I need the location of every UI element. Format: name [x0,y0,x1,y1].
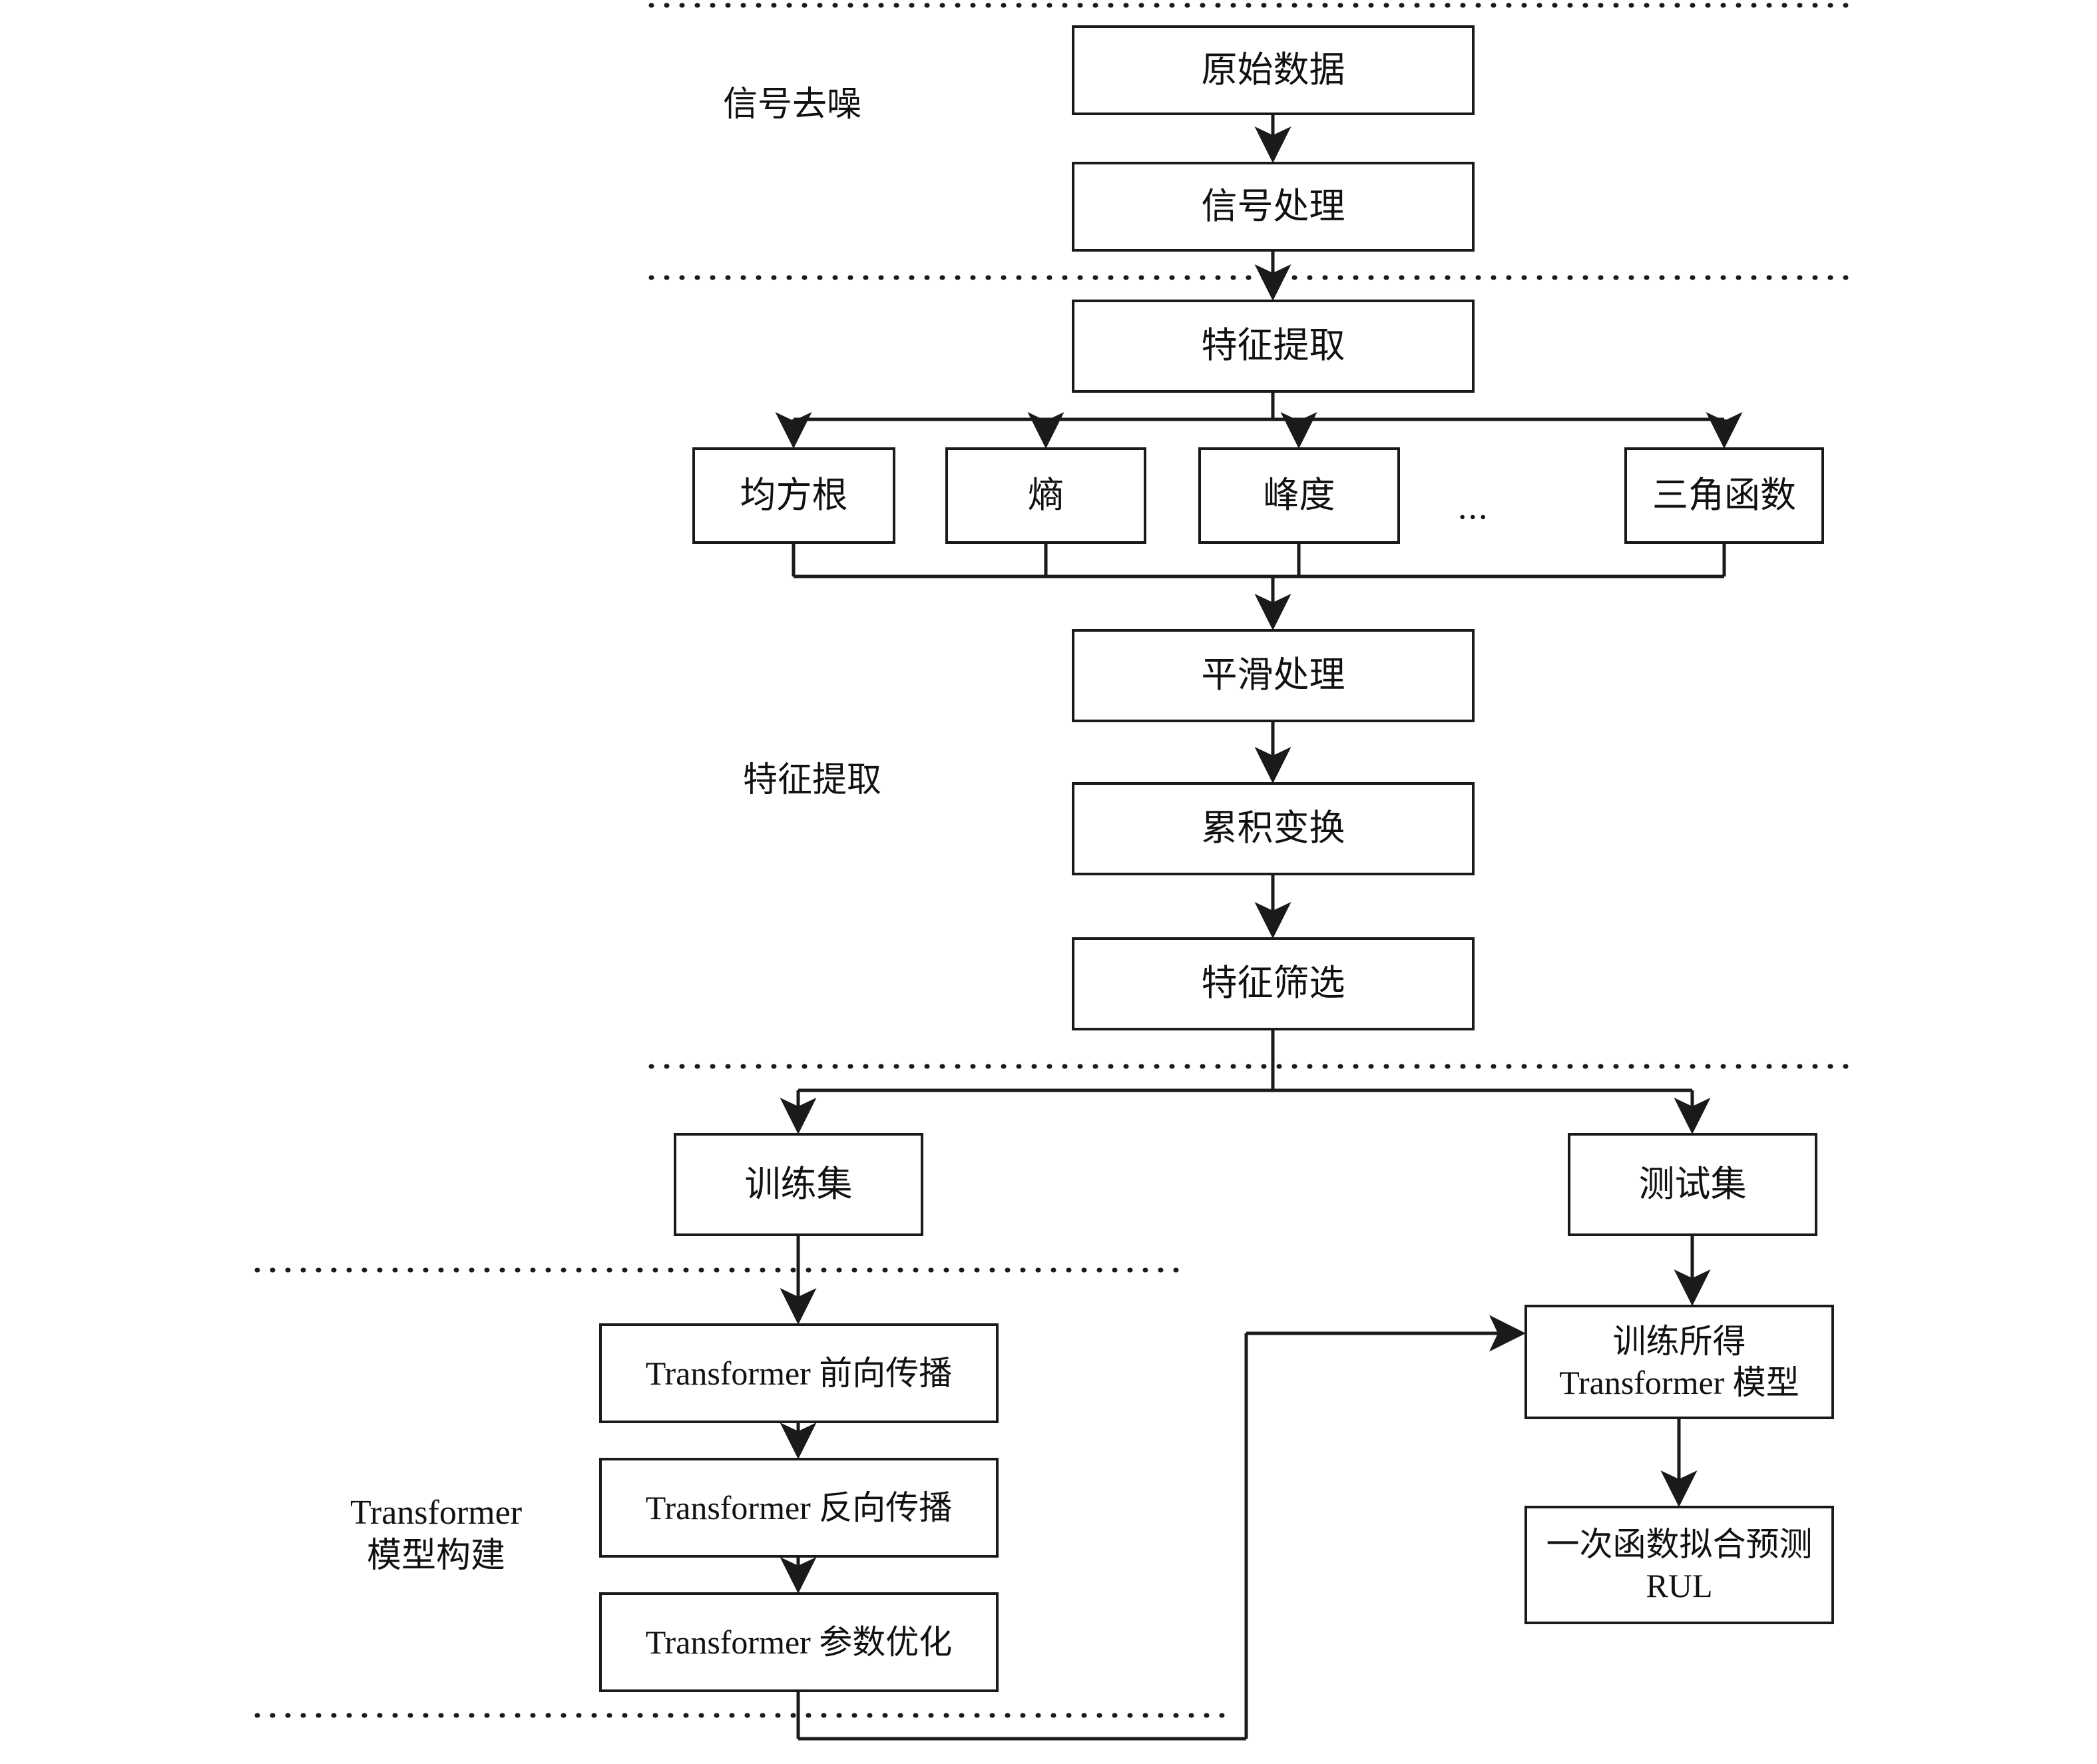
node-feature-rms[interactable]: 均方根 [692,447,895,544]
node-feature-entropy[interactable]: 熵 [945,447,1146,544]
node-linear-fit-rul[interactable]: 一次函数拟合预测 RUL [1524,1506,1834,1624]
node-label: 熵 [1028,475,1064,515]
node-training-set[interactable]: 训练集 [674,1133,923,1236]
node-label: Transformer 参数优化 [645,1623,953,1661]
node-feature-trigonometric[interactable]: 三角函数 [1624,447,1824,544]
node-smoothing[interactable]: 平滑处理 [1072,629,1475,722]
node-test-set[interactable]: 测试集 [1568,1133,1817,1236]
ellipsis-text: ... [1458,487,1489,527]
node-feature-selection[interactable]: 特征筛选 [1072,937,1475,1030]
node-label: 原始数据 [1201,49,1345,90]
phase-label-text: Transformer 模型构建 [350,1494,523,1575]
node-label: 训练集 [744,1164,853,1204]
node-label: 均方根 [740,475,848,515]
node-trained-transformer-model[interactable]: 训练所得 Transformer 模型 [1524,1305,1834,1419]
node-transformer-backward[interactable]: Transformer 反向传播 [599,1458,999,1558]
node-label: 测试集 [1638,1164,1747,1204]
phase-label-signal-denoising: 信号去噪 [686,40,899,126]
node-label: 特征筛选 [1201,963,1345,1004]
phase-label-transformer-model-building: Transformer 模型构建 [326,1448,546,1578]
node-raw-data[interactable]: 原始数据 [1072,25,1475,115]
node-label: 平滑处理 [1201,655,1345,696]
node-label: 峰度 [1263,475,1335,515]
phase-label-feature-extraction: 特征提取 [706,716,919,802]
node-label: Transformer 前向传播 [645,1354,953,1392]
node-label: Transformer 反向传播 [645,1488,953,1526]
node-signal-processing[interactable]: 信号处理 [1072,162,1475,252]
node-label: 特征提取 [1201,326,1345,366]
feature-list-ellipsis: ... [1458,486,1489,527]
node-transformer-forward[interactable]: Transformer 前向传播 [599,1323,999,1423]
node-label: 三角函数 [1652,475,1796,515]
node-label: 累积变换 [1201,808,1345,849]
node-feature-extraction[interactable]: 特征提取 [1072,300,1475,393]
phase-label-text: 信号去噪 [722,86,861,124]
phase-label-text: 特征提取 [742,762,881,799]
node-transformer-optimize[interactable]: Transformer 参数优化 [599,1592,999,1692]
node-feature-kurtosis[interactable]: 峰度 [1198,447,1400,544]
node-label: 一次函数拟合预测 RUL [1546,1525,1813,1605]
node-label: 信号处理 [1201,186,1345,226]
node-label: 训练所得 Transformer 模型 [1559,1322,1799,1402]
node-cumulative-transform[interactable]: 累积变换 [1072,782,1475,875]
